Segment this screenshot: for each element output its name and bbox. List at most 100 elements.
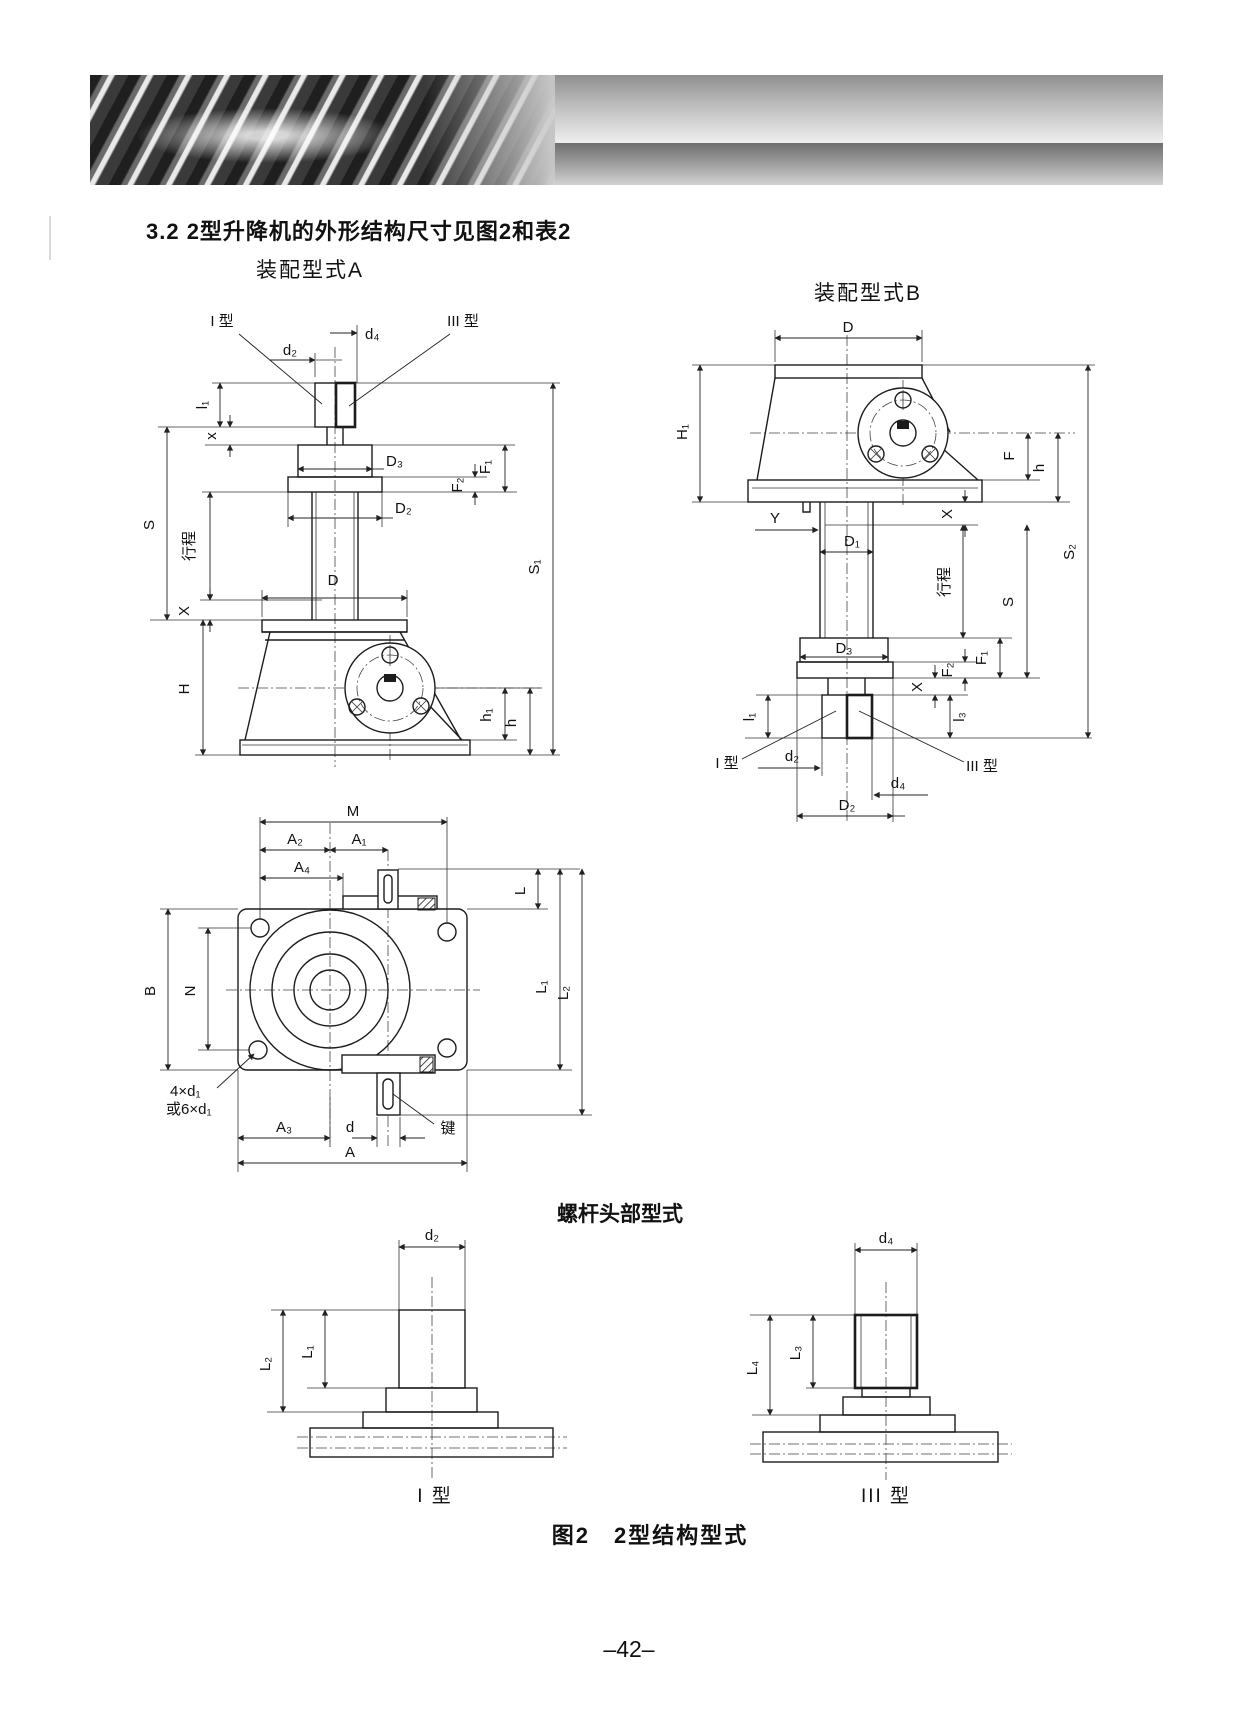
head-outline [309, 1309, 554, 1458]
screw-head-type1-drawing: d₂ L₂ L₁ I 型 [257, 1227, 567, 1507]
label-L1: L₁ [533, 980, 550, 993]
label-F1: F₁ [973, 651, 990, 665]
centerlines [750, 1282, 1012, 1480]
label-S1: S₁ [526, 559, 543, 574]
label-x: x [203, 432, 220, 440]
label-d: d [346, 1119, 354, 1136]
centerlines [226, 823, 480, 1147]
label-D3: D₃ [386, 453, 403, 470]
centerlines [297, 1277, 567, 1480]
label-F2: F₂ [939, 662, 956, 677]
label-d4: d₄ [891, 775, 905, 792]
label-d2: d₂ [283, 342, 297, 359]
gearbox-body-outline [237, 908, 468, 1071]
header-banner [90, 75, 1163, 185]
label-X-upper: X [939, 509, 956, 519]
label-L: L [512, 887, 529, 895]
assembly-b-title: 装配型式B [814, 282, 922, 305]
label-h1: h₁ [478, 708, 495, 721]
label-l1: l₁ [741, 713, 758, 721]
housing-outline [239, 619, 471, 756]
dimension-lines [766, 1246, 918, 1416]
screw-head-section-title: 螺杆头部型式 [557, 1203, 683, 1226]
label-h: h [503, 719, 520, 727]
label-L3: L₃ [787, 1346, 804, 1360]
screw-head-outline [314, 381, 357, 445]
label-Y: Y [770, 510, 780, 527]
assembly-b-drawing: 装配型式B [674, 282, 1095, 822]
type1-caption: I 型 [417, 1485, 453, 1507]
assembly-a-drawing: 装配型式A [141, 259, 560, 767]
label-D2: D₂ [395, 500, 412, 517]
label-A2: A₂ [287, 831, 303, 848]
label-d4: d₄ [879, 1230, 893, 1247]
dimension-lines [164, 818, 586, 1167]
key-section-top [417, 897, 436, 911]
label-D3: D₃ [836, 640, 853, 657]
dimension-lines [279, 1243, 466, 1413]
label-B: B [142, 986, 159, 996]
label-M: M [347, 803, 360, 820]
screw-column-outline [819, 502, 874, 638]
reference-lines [150, 325, 560, 756]
page-number: –42– [603, 1636, 655, 1662]
screw-head-type3-drawing: d₄ L₄ L₃ III 型 [744, 1230, 1012, 1507]
label-d2: d₂ [785, 748, 799, 765]
label-l3: l₃ [951, 712, 968, 721]
worm-flange-outline [344, 642, 436, 734]
label-F1: F₁ [477, 460, 494, 474]
label-N: N [182, 986, 199, 997]
shaft-key [897, 421, 909, 429]
label-S: S [1000, 597, 1017, 607]
gear-image [90, 75, 555, 185]
reference-lines [267, 1240, 466, 1413]
label-X: X [176, 606, 193, 616]
screw-head-outline [821, 693, 874, 740]
dimension-lines [163, 329, 557, 756]
worm-shaft-outline [341, 869, 438, 1116]
label-H: H [176, 684, 193, 695]
label-S2: S₂ [1061, 544, 1078, 560]
worm-flange-outline [857, 387, 949, 479]
label-type3: III 型 [447, 313, 479, 330]
label-stroke: 行程 [936, 567, 953, 597]
label-d2: d₂ [425, 1227, 439, 1244]
label-type1: I 型 [715, 755, 738, 772]
type3-caption: III 型 [861, 1485, 911, 1507]
label-stroke: 行程 [181, 531, 198, 561]
label-F: F [1001, 451, 1018, 460]
nut-and-flange-outline [796, 637, 894, 695]
label-D1: D₁ [844, 533, 860, 550]
top-view-drawing: M A₂ A₁ A₄ L L₁ L₂ B N 4×d₁ 或6×d₁ A₃ d A… [142, 803, 592, 1172]
assembly-a-title: 装配型式A [256, 259, 364, 282]
label-A1: A₁ [351, 831, 366, 848]
label-S: S [141, 520, 158, 530]
label-key: 键 [440, 1120, 455, 1137]
nut-and-flange-outline [287, 444, 383, 493]
label-L1: L₁ [299, 1345, 316, 1358]
label-bolt-note-2: 或6×d₁ [166, 1101, 212, 1118]
label-D2: D₂ [839, 797, 856, 814]
label-type1: I 型 [210, 313, 233, 330]
shaft-key [384, 674, 396, 682]
label-L2: L₂ [555, 986, 572, 1000]
label-L2: L₂ [257, 1357, 274, 1371]
label-bolt-note-1: 4×d₁ [170, 1083, 201, 1100]
head-outline [762, 1313, 999, 1463]
label-h: h [1031, 464, 1048, 472]
label-F2: F₂ [449, 477, 466, 492]
label-X-lower: X [909, 682, 926, 692]
label-D: D [328, 572, 339, 589]
scan-artifact [49, 216, 51, 260]
section-heading: 3.2 2型升降机的外形结构尺寸见图2和表2 [146, 219, 572, 244]
label-L4: L₄ [744, 1361, 761, 1375]
figure-caption: 图2 2型结构型式 [551, 1523, 749, 1548]
label-d4: d₄ [365, 326, 379, 343]
dimension-lines [696, 334, 1092, 820]
reference-lines [750, 1243, 918, 1416]
label-type3: III 型 [966, 758, 998, 775]
label-l1: l₁ [194, 401, 211, 409]
reference-lines [160, 817, 592, 1172]
label-D: D [843, 319, 854, 336]
